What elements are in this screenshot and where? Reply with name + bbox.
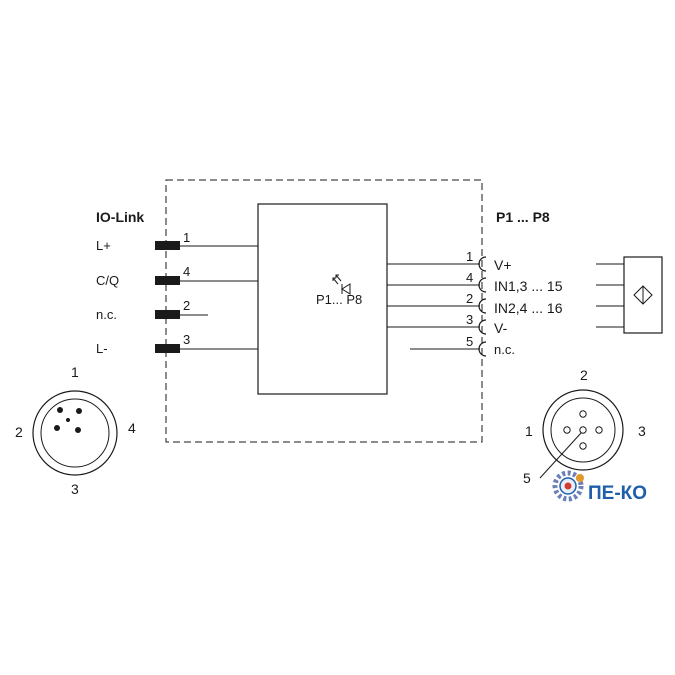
right-pin-number: 1 <box>466 249 473 264</box>
connector-pin-number: 5 <box>523 470 531 486</box>
connector-pin-number: 3 <box>71 481 79 497</box>
left-pin-row-4: C/Q 4 <box>96 264 258 288</box>
sensor-symbol-icon <box>596 256 663 334</box>
right-pin-number: 5 <box>466 334 473 349</box>
left-pin-number: 1 <box>183 230 190 245</box>
right-pin-row-2: 2 IN2,4 ... 16 <box>387 291 563 316</box>
connector-pin-number: 4 <box>128 420 136 436</box>
right-pin-number: 2 <box>466 291 473 306</box>
right-pin-row-3: 3 V- <box>387 312 508 336</box>
left-pin-number: 4 <box>183 264 190 279</box>
right-signal-label: n.c. <box>494 342 515 357</box>
left-signal-label: C/Q <box>96 273 119 288</box>
left-pin-row-2: n.c. 2 <box>96 298 208 322</box>
right-pin-row-5: 5 n.c. <box>410 334 515 357</box>
p1-p8-header: P1 ... P8 <box>496 209 550 225</box>
right-pin-row-4: 4 IN1,3 ... 15 <box>387 270 563 294</box>
io-link-header: IO-Link <box>96 209 144 225</box>
left-signal-label: L+ <box>96 238 111 253</box>
left-pin-number: 3 <box>183 332 190 347</box>
left-pin-number: 2 <box>183 298 190 313</box>
left-pin-row-1: L+ 1 <box>96 230 258 253</box>
right-signal-label: V- <box>494 320 508 336</box>
connector-pin-number: 2 <box>580 367 588 383</box>
watermark-text: ПЕ-КО <box>588 483 647 504</box>
center-label: P1... P8 <box>316 292 362 307</box>
left-pin-row-3: L- 3 <box>96 332 258 356</box>
right-pin-row-1: 1 V+ <box>387 249 512 273</box>
connector-pin-number: 1 <box>71 364 79 380</box>
gear-logo-icon <box>552 470 584 502</box>
module-block <box>257 203 388 395</box>
right-signal-label: IN2,4 ... 16 <box>494 300 563 316</box>
right-signal-label: IN1,3 ... 15 <box>494 278 563 294</box>
connector-pin-number: 2 <box>15 424 23 440</box>
right-pin-number: 3 <box>466 312 473 327</box>
connector-pin-number: 3 <box>638 423 646 439</box>
left-signal-label: n.c. <box>96 307 117 322</box>
left-signal-label: L- <box>96 341 108 356</box>
connector-pin-number: 1 <box>525 423 533 439</box>
right-signal-label: V+ <box>494 257 512 273</box>
left-m12-connector: 1 2 4 3 <box>15 364 136 497</box>
right-pin-number: 4 <box>466 270 473 285</box>
led-icon <box>332 274 351 295</box>
right-m12-connector: 2 1 3 5 <box>523 367 646 486</box>
